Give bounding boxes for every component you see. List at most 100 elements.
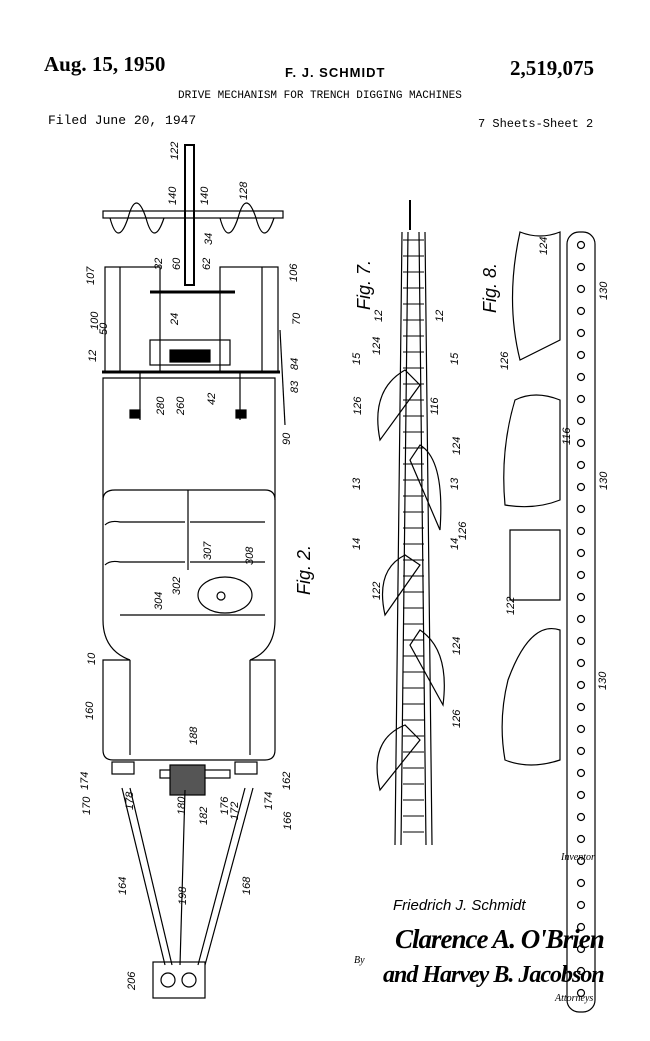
fig2-reference-numeral: 176 [219, 796, 231, 815]
chain-link-pin [576, 768, 586, 778]
fig2-reference-numeral: 182 [198, 807, 210, 825]
fig7-reference-numeral: 124 [451, 437, 463, 455]
fig2-reference-numeral: 90 [281, 432, 293, 445]
fig7-reference-numeral: 122 [371, 582, 383, 600]
fig2-reference-numeral: 70 [291, 312, 303, 325]
fig2-reference-numeral: 100 [89, 311, 101, 330]
fig2-reference-numeral: 34 [203, 233, 215, 245]
fig8-reference-numeral: 126 [499, 351, 511, 370]
fig7-reference-numeral: 15 [351, 352, 363, 365]
inventor-name: Friedrich J. Schmidt [393, 897, 526, 914]
fig2-reference-numeral: 168 [241, 876, 253, 895]
fig2-caption: Fig. 2. [294, 545, 314, 595]
chain-link-pin [576, 372, 586, 382]
fig2-reference-numeral: 32 [153, 258, 165, 270]
chain-link-pin [576, 460, 586, 470]
chain-link-pin [576, 702, 586, 712]
fig8-reference-numeral: 130 [598, 471, 610, 490]
fig2-reference-numeral: 174 [79, 772, 91, 790]
chain-link-pin [576, 834, 586, 844]
fig7-reference-numeral: 126 [352, 396, 364, 415]
chain-link-pin [576, 526, 586, 536]
patent-date: Aug. 15, 1950 [44, 52, 166, 76]
chain-link-pin [576, 944, 586, 954]
chain-link-pin [576, 636, 586, 646]
fig2-reference-numeral: 12 [87, 350, 99, 362]
filing-date: Filed June 20, 1947 [48, 113, 197, 128]
chain-link-pin [576, 592, 586, 602]
fig2-reference-numeral: 24 [169, 313, 181, 326]
fig8-reference-numeral: 130 [598, 281, 610, 300]
chain-link-pin [576, 306, 586, 316]
chain-link-pin [576, 240, 586, 250]
chain-link-pin [576, 878, 586, 888]
chain-link-pin [576, 284, 586, 294]
sheet-number: 7 Sheets-Sheet 2 [478, 117, 594, 131]
fig2-reference-numeral: 260 [175, 396, 187, 416]
chain-link-pin [576, 328, 586, 338]
chain-link-pin [576, 658, 586, 668]
fig8-reference-numeral: 122 [505, 597, 517, 615]
fig7-reference-numeral: 13 [351, 477, 363, 490]
fig2-reference-numeral: 172 [229, 802, 241, 820]
fig2-reference-numeral: 10 [86, 652, 98, 665]
fig2-reference-numeral: 206 [126, 971, 138, 991]
patent-number: 2,519,075 [510, 56, 594, 80]
chain-link-pin [576, 790, 586, 800]
fig7-reference-numeral: 13 [449, 477, 461, 490]
chain-link-pin [576, 988, 586, 998]
fig7-reference-numeral: 124 [451, 637, 463, 655]
fig2-reference-numeral: 140 [167, 186, 179, 205]
attorney-signature-2: and Harvey B. Jacobson [383, 962, 605, 988]
fig2-reference-numeral: 180 [176, 796, 188, 815]
fig2-reference-numeral: 106 [288, 263, 300, 282]
fig2-reference-numeral: 164 [117, 877, 129, 895]
fig2-reference-numeral: 60 [171, 257, 183, 270]
fig2-reference-numeral: 84 [289, 358, 301, 370]
fig7-caption: Fig. 7. [354, 260, 374, 310]
attorney-signature-1: Clarence A. O'Brien [395, 924, 605, 954]
fig2-reference-numeral: 170 [81, 796, 93, 815]
fig7-reference-numeral: 124 [371, 337, 383, 355]
fig2-reference-numeral: 162 [281, 772, 293, 790]
fig2-reference-numeral: 107 [85, 266, 97, 285]
chain-link-pin [576, 812, 586, 822]
inventor-label: Inventor [561, 852, 595, 863]
fig7-reference-numeral: 12 [434, 310, 446, 322]
chain-link-pin [576, 746, 586, 756]
fig2-reference-numeral: 302 [171, 577, 183, 595]
patent-title: DRIVE MECHANISM FOR TRENCH DIGGING MACHI… [178, 90, 462, 102]
fig8-drawing [501, 231, 596, 1013]
inventor-header: F. J. SCHMIDT [285, 65, 386, 80]
fig8-reference-numeral: 130 [597, 671, 609, 690]
chain-link-pin [576, 922, 586, 932]
chain-link-pin [576, 548, 586, 558]
fig2-reference-numeral: 42 [206, 393, 218, 405]
fig2-reference-numeral: 62 [201, 258, 213, 270]
fig2-reference-numeral: 83 [289, 380, 301, 393]
fig8-reference-numeral: 116 [561, 427, 573, 445]
by-label: By [354, 955, 365, 966]
fig7-reference-numeral: 116 [429, 397, 441, 415]
fig8-reference-numeral: 124 [538, 237, 550, 255]
chain-link-pin [576, 856, 586, 866]
fig2-reference-numeral: 122 [169, 142, 181, 160]
fig2-reference-numeral: 280 [155, 396, 167, 416]
fig2-reference-numeral: 308 [244, 546, 256, 565]
fig2-reference-numeral: 128 [238, 181, 250, 200]
fig2-reference-numeral: 166 [282, 811, 294, 830]
fig2-drawing [102, 144, 286, 999]
fig2-reference-numeral: 307 [202, 541, 214, 560]
fig7-reference-numeral: 14 [449, 538, 461, 550]
fig2-reference-numeral: 178 [124, 791, 136, 810]
chain-link-pin [576, 680, 586, 690]
chain-link-pin [576, 416, 586, 426]
chain-link-pin [576, 900, 586, 910]
chain-link-pin [576, 724, 586, 734]
fig2-reference-numeral: 50 [98, 322, 110, 335]
attorneys-label: Attorneys [555, 993, 594, 1004]
fig7-reference-numeral: 12 [373, 310, 385, 322]
chain-link-pin [576, 394, 586, 404]
fig2-reference-numeral: 174 [263, 792, 275, 810]
